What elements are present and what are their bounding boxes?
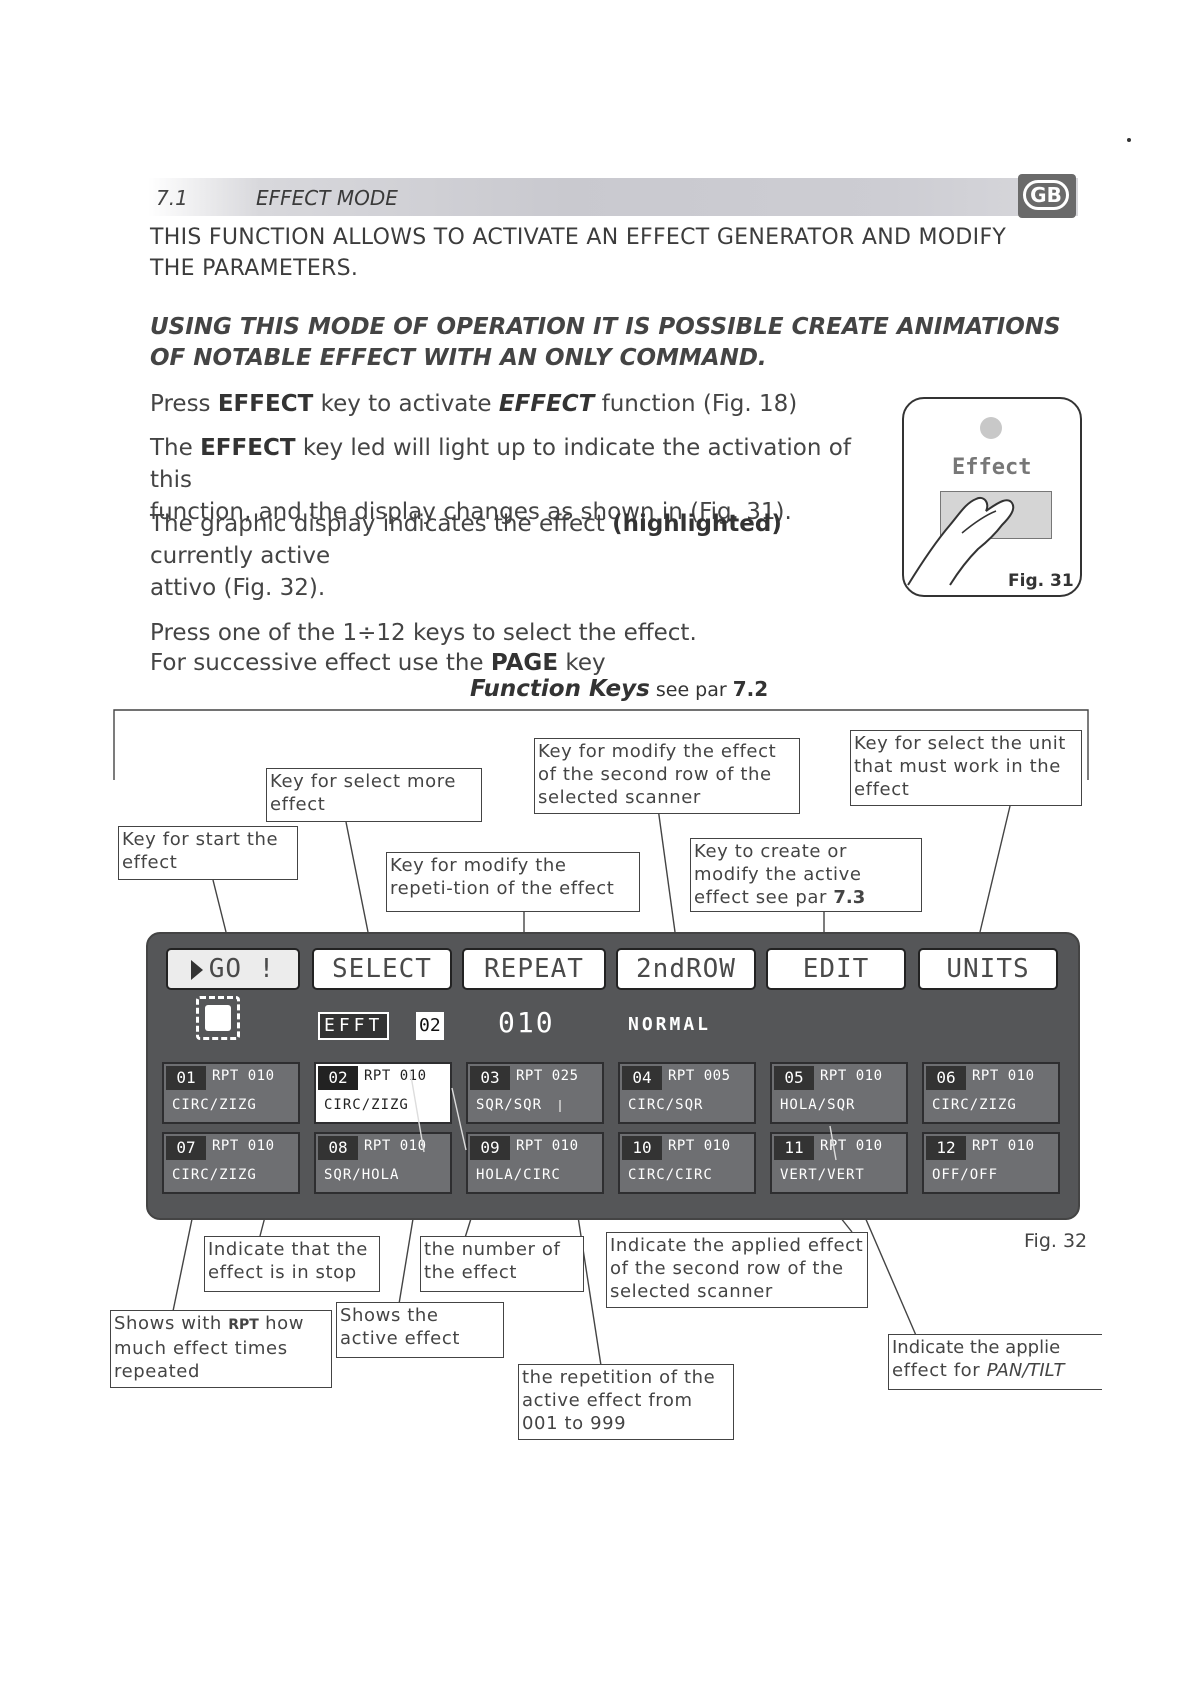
figure-32-caption: Fig. 32 [1024, 1230, 1087, 1252]
callout-stop-indicator: Indicate that the effect is in stop [204, 1236, 380, 1292]
effect-repeat: RPT 010 [516, 1138, 579, 1154]
edit-key[interactable]: EDIT [766, 948, 906, 990]
active-effect-number: 02 [416, 1012, 444, 1040]
callout-units-key: Key for select the unit that must work i… [850, 730, 1082, 806]
display-panel: GO ! SELECT REPEAT 2ndROW EDIT UNITS EFF… [146, 932, 1080, 1220]
effect-name: OFF/OFF [932, 1167, 998, 1183]
callout-text: Key for modify the effect of the second … [538, 741, 776, 808]
effect-name: SQR/HOLA [324, 1167, 399, 1183]
effect-number: 06 [926, 1066, 966, 1090]
callout-text: Shows with [114, 1313, 228, 1334]
active-effect-label: EFFT [318, 1012, 389, 1040]
effect-repeat: RPT 010 [212, 1068, 275, 1084]
callout-edit-key: Key to create or modify the active effec… [690, 838, 922, 912]
callout-text: the repetition of the active effect from… [522, 1367, 715, 1434]
effect-number: 09 [470, 1136, 510, 1160]
units-key[interactable]: UNITS [918, 948, 1058, 990]
effect-number: 05 [774, 1066, 814, 1090]
second-row-mode: NORMAL [628, 1014, 711, 1035]
select-key-label: SELECT [332, 954, 432, 984]
effect-number: 12 [926, 1136, 966, 1160]
callout-repeat-key: Key for modify the repeti-tion of the ef… [386, 852, 640, 912]
callout-text: Indicate the applie [892, 1336, 1099, 1359]
effect-name: SQR/SQR [476, 1097, 542, 1113]
callout-text: Key for start the effect [122, 829, 278, 873]
callout-text: effect for [892, 1360, 987, 1381]
effect-repeat: RPT 010 [668, 1138, 731, 1154]
effect-repeat: RPT 005 [668, 1068, 731, 1084]
effect-name: CIRC/CIRC [628, 1167, 713, 1183]
repeat-key[interactable]: REPEAT [462, 948, 606, 990]
effect-name: VERT/VERT [780, 1167, 865, 1183]
effect-number: 08 [318, 1136, 358, 1160]
units-key-label: UNITS [946, 954, 1029, 984]
effect-number: 03 [470, 1066, 510, 1090]
function-keys-row: GO ! SELECT REPEAT 2ndROW EDIT UNITS [162, 948, 1064, 994]
callout-active-effect: Shows the active effect [336, 1302, 504, 1358]
effect-name: CIRC/ZIZG [324, 1097, 409, 1113]
callout-text: Key for modify the repeti-tion of the ef… [390, 855, 614, 899]
repeat-key-label: REPEAT [484, 954, 584, 984]
callout-emphasis: PAN/TILT [987, 1360, 1065, 1381]
callout-select-key: Key for select more effect [266, 768, 482, 822]
edit-key-label: EDIT [803, 954, 870, 984]
effect-repeat: RPT 010 [972, 1068, 1035, 1084]
effect-repeat: RPT 010 [364, 1068, 427, 1084]
callout-text: Indicate that the effect is in stop [208, 1239, 368, 1283]
effect-name: CIRC/ZIZG [172, 1167, 257, 1183]
effect-repeat: RPT 010 [820, 1138, 883, 1154]
callout-ref: 7.3 [833, 887, 865, 908]
effect-number: 10 [622, 1136, 662, 1160]
callout-effect-number: the number of the effect [420, 1236, 584, 1292]
callout-pan-tilt: Indicate the applieeffect for PAN/TILT [888, 1334, 1102, 1390]
effect-number: 07 [166, 1136, 206, 1160]
effect-repeat: RPT 010 [820, 1068, 883, 1084]
effect-name: CIRC/ZIZG [172, 1097, 257, 1113]
effect-number: 11 [774, 1136, 814, 1160]
effect-repeat: RPT 010 [364, 1138, 427, 1154]
callout-text: the number of the effect [424, 1239, 560, 1283]
effect-number: 04 [622, 1066, 662, 1090]
effect-name: CIRC/ZIZG [932, 1097, 1017, 1113]
select-key[interactable]: SELECT [312, 948, 452, 990]
effect-repeat: RPT 010 [212, 1138, 275, 1154]
effect-name: HOLA/SQR [780, 1097, 855, 1113]
callout-key: RPT [228, 1317, 259, 1333]
go-key-label: GO ! [209, 954, 276, 984]
effect-repeat: RPT 025 [516, 1068, 579, 1084]
callout-repetition: the repetition of the active effect from… [518, 1364, 734, 1440]
effect-name: CIRC/SQR [628, 1097, 703, 1113]
go-key[interactable]: GO ! [166, 948, 300, 990]
play-icon [191, 960, 203, 980]
callout-second-row-key: Key for modify the effect of the second … [534, 738, 800, 814]
callout-text: Shows the active effect [340, 1305, 460, 1349]
callout-text: Indicate the applied effect of the secon… [610, 1235, 863, 1302]
effect-number: 01 [166, 1066, 206, 1090]
effect-repeat: RPT 010 [972, 1138, 1035, 1154]
stop-status-icon [196, 996, 240, 1040]
second-row-key[interactable]: 2ndROW [616, 948, 756, 990]
callout-rpt: Shows with RPT how much effect times rep… [110, 1310, 332, 1388]
repeat-value: 010 [498, 1006, 555, 1039]
callout-applied-second-row: Indicate the applied effect of the secon… [606, 1232, 868, 1308]
second-row-key-label: 2ndROW [636, 954, 736, 984]
effect-name: HOLA/CIRC [476, 1167, 561, 1183]
effect-number: 02 [318, 1066, 358, 1090]
callout-text: Key for select more effect [270, 771, 456, 815]
callout-start-key: Key for start the effect [118, 826, 298, 880]
callout-text: Key for select the unit that must work i… [854, 733, 1066, 800]
